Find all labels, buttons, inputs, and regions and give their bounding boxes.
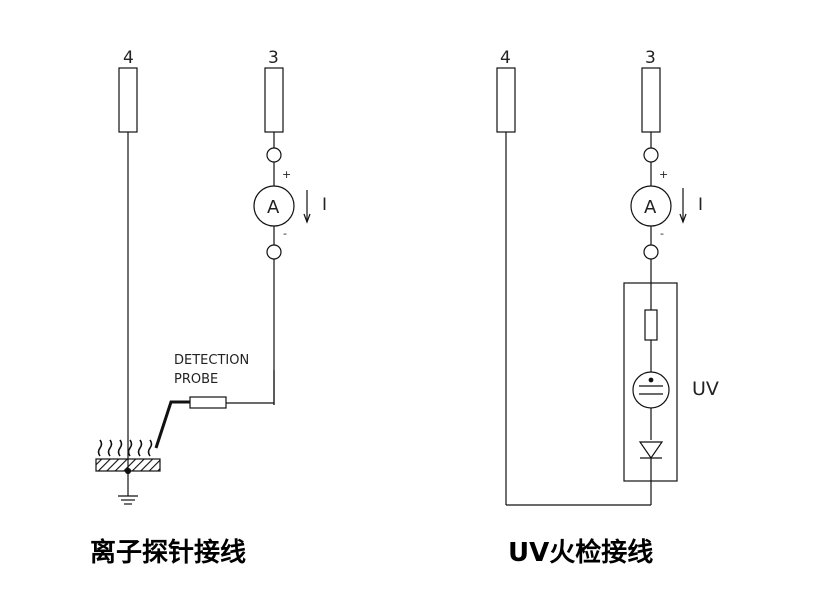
uv-detector-caption: UV火检接线	[508, 538, 654, 568]
uv-fuse	[644, 309, 658, 341]
detection-probe	[189, 396, 227, 409]
terminal-3-label: 3	[268, 48, 279, 68]
ion-probe-labels: 4 3 A + - I DETECTION PROBE	[123, 48, 327, 387]
current-label: I	[322, 195, 327, 215]
uv-minus-sign: -	[660, 227, 664, 240]
terminal-3-block	[264, 67, 284, 133]
probe-label-line2: PROBE	[174, 372, 218, 387]
uv-ammeter-label: A	[644, 197, 657, 218]
minus-sign: -	[283, 227, 287, 240]
probe-label-line1: DETECTION	[174, 353, 249, 368]
probe-lead	[154, 400, 190, 449]
ion-probe-caption: 离子探针接线	[90, 538, 247, 568]
uv-connector-upper	[643, 147, 659, 163]
uv-label: UV	[692, 378, 719, 400]
uv-terminal-3-block	[641, 67, 661, 133]
ion-probe-circuit	[95, 67, 311, 505]
uv-current-label: I	[698, 195, 703, 215]
uv-plus-sign: +	[659, 168, 668, 181]
connector-upper	[266, 147, 282, 163]
plus-sign: +	[282, 168, 291, 181]
ammeter-label: A	[267, 197, 280, 218]
flame-icon	[97, 439, 153, 457]
terminal-4-label: 4	[123, 48, 134, 68]
terminal-4-block	[118, 67, 138, 133]
uv-tube	[632, 371, 670, 409]
uv-connector-lower	[643, 244, 659, 260]
junction-dot	[124, 467, 132, 475]
uv-detector-labels: 4 3 A + - I UV	[500, 48, 719, 400]
diode-icon	[638, 441, 664, 460]
connector-lower	[266, 244, 282, 260]
uv-terminal-4-label: 4	[500, 48, 511, 68]
uv-terminal-3-label: 3	[645, 48, 656, 68]
uv-detector-circuit	[496, 67, 687, 506]
uv-terminal-4-block	[496, 67, 516, 133]
